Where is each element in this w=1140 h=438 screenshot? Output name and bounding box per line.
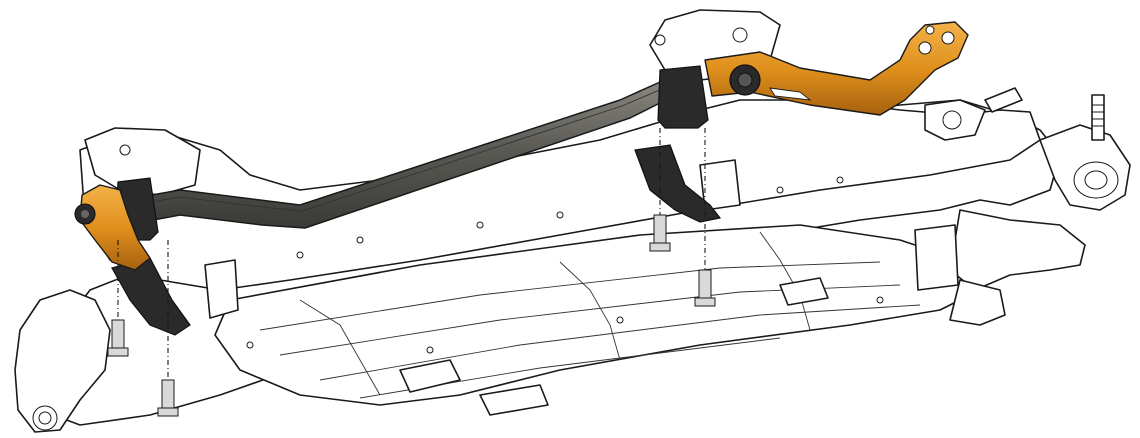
subframe-right-arm [949, 209, 1086, 291]
mounting-bolt [157, 379, 179, 417]
pan-bracket [914, 224, 959, 291]
pan-edge [559, 261, 621, 361]
bushing-clamp-right [634, 144, 722, 223]
subframe-lower-pan [214, 224, 981, 406]
end-link-hole [925, 25, 935, 35]
bushing-bracket-right [634, 65, 722, 223]
mounting-bolts [107, 128, 716, 417]
bracket-hole [654, 34, 666, 46]
subframe-right-arm-lower [949, 279, 1006, 326]
pan-bracket [779, 277, 829, 306]
bracket-hole [119, 144, 131, 156]
right-stud [1091, 94, 1105, 141]
end-link-hole [941, 31, 955, 45]
bushing-bracket-right-shape [657, 65, 709, 129]
bracket-hole [732, 27, 748, 43]
subframe [14, 9, 1131, 433]
mount-nut [942, 110, 962, 130]
pan-rib [319, 304, 921, 381]
pan-bracket [699, 159, 741, 211]
subframe-left-bracket [84, 127, 201, 196]
knuckle-bushing-core [38, 411, 52, 425]
end-link-slot [769, 87, 812, 101]
sway-bar-end-link-left [74, 184, 151, 271]
right-stud-thread [1091, 104, 1105, 127]
end-link-bushing-core [737, 72, 753, 88]
end-link-left-body [79, 184, 151, 271]
subframe-left-knuckle [14, 289, 111, 433]
right-stud-2 [984, 87, 1023, 113]
end-link-hole [918, 41, 932, 55]
end-link-left-bushing-core [81, 210, 89, 218]
pan-edge [759, 231, 811, 331]
pan-rib [259, 261, 881, 331]
pan-edge [299, 299, 381, 396]
hub-bore-inner [1084, 170, 1108, 190]
pan-bracket [399, 359, 461, 393]
mounting-bolt [649, 214, 671, 252]
mounting-bolt [694, 269, 716, 307]
end-link-right-arm [704, 21, 969, 116]
pan-bracket [479, 384, 549, 416]
frame-holes [246, 176, 884, 354]
subframe-upper-rail [79, 99, 1041, 291]
sway-bar-end-link-right [704, 21, 969, 116]
bushing-clamp-left [111, 257, 191, 336]
pan-bracket [204, 259, 239, 319]
mounting-bolt [107, 319, 129, 357]
